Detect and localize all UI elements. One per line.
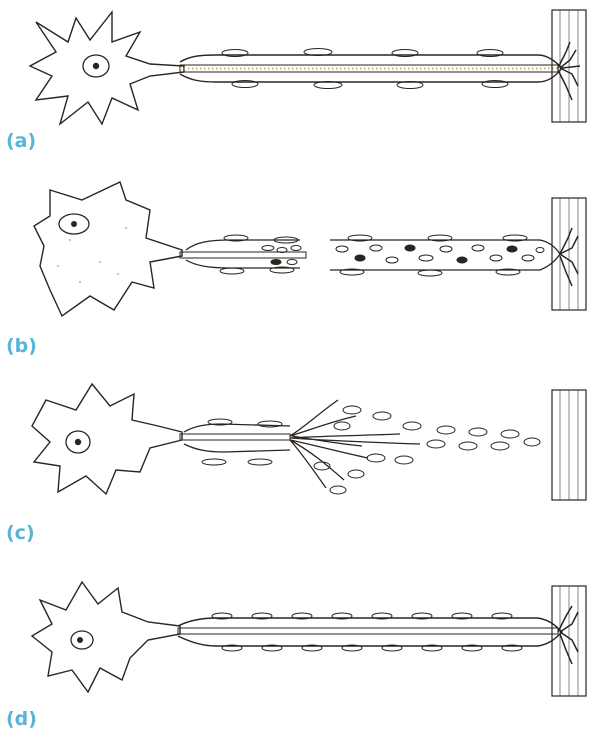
axon (180, 434, 290, 440)
neuron-cell-body (32, 384, 182, 494)
neuron-cell-body (34, 182, 182, 316)
neuron-cell-body (30, 12, 184, 124)
regenerating-sprouts (290, 400, 420, 488)
myelin-sheath (178, 618, 562, 646)
myelin-debris (336, 245, 544, 263)
panel-b-degeneration-diagram (0, 170, 594, 330)
schwann-cells (212, 613, 522, 651)
panel-d-regenerated-neuron-diagram (0, 570, 594, 710)
proximal-axon (180, 252, 306, 258)
neuron-cell-body (32, 582, 180, 692)
panel-a-intact-neuron-diagram (0, 0, 594, 150)
panel-label-b: (b) (6, 335, 37, 357)
panel-c-regeneration-diagram (0, 370, 594, 520)
myelin-debris (262, 246, 301, 265)
panel-label-a: (a) (6, 130, 36, 152)
schwann-cells (314, 406, 540, 494)
nucleolus (71, 221, 77, 227)
panel-label-c: (c) (6, 522, 35, 544)
axon-terminal (558, 606, 578, 664)
nucleolus (75, 439, 81, 445)
nucleolus (77, 637, 83, 643)
panel-label-d: (d) (6, 708, 37, 730)
axon (178, 628, 558, 634)
nucleolus (93, 63, 99, 69)
